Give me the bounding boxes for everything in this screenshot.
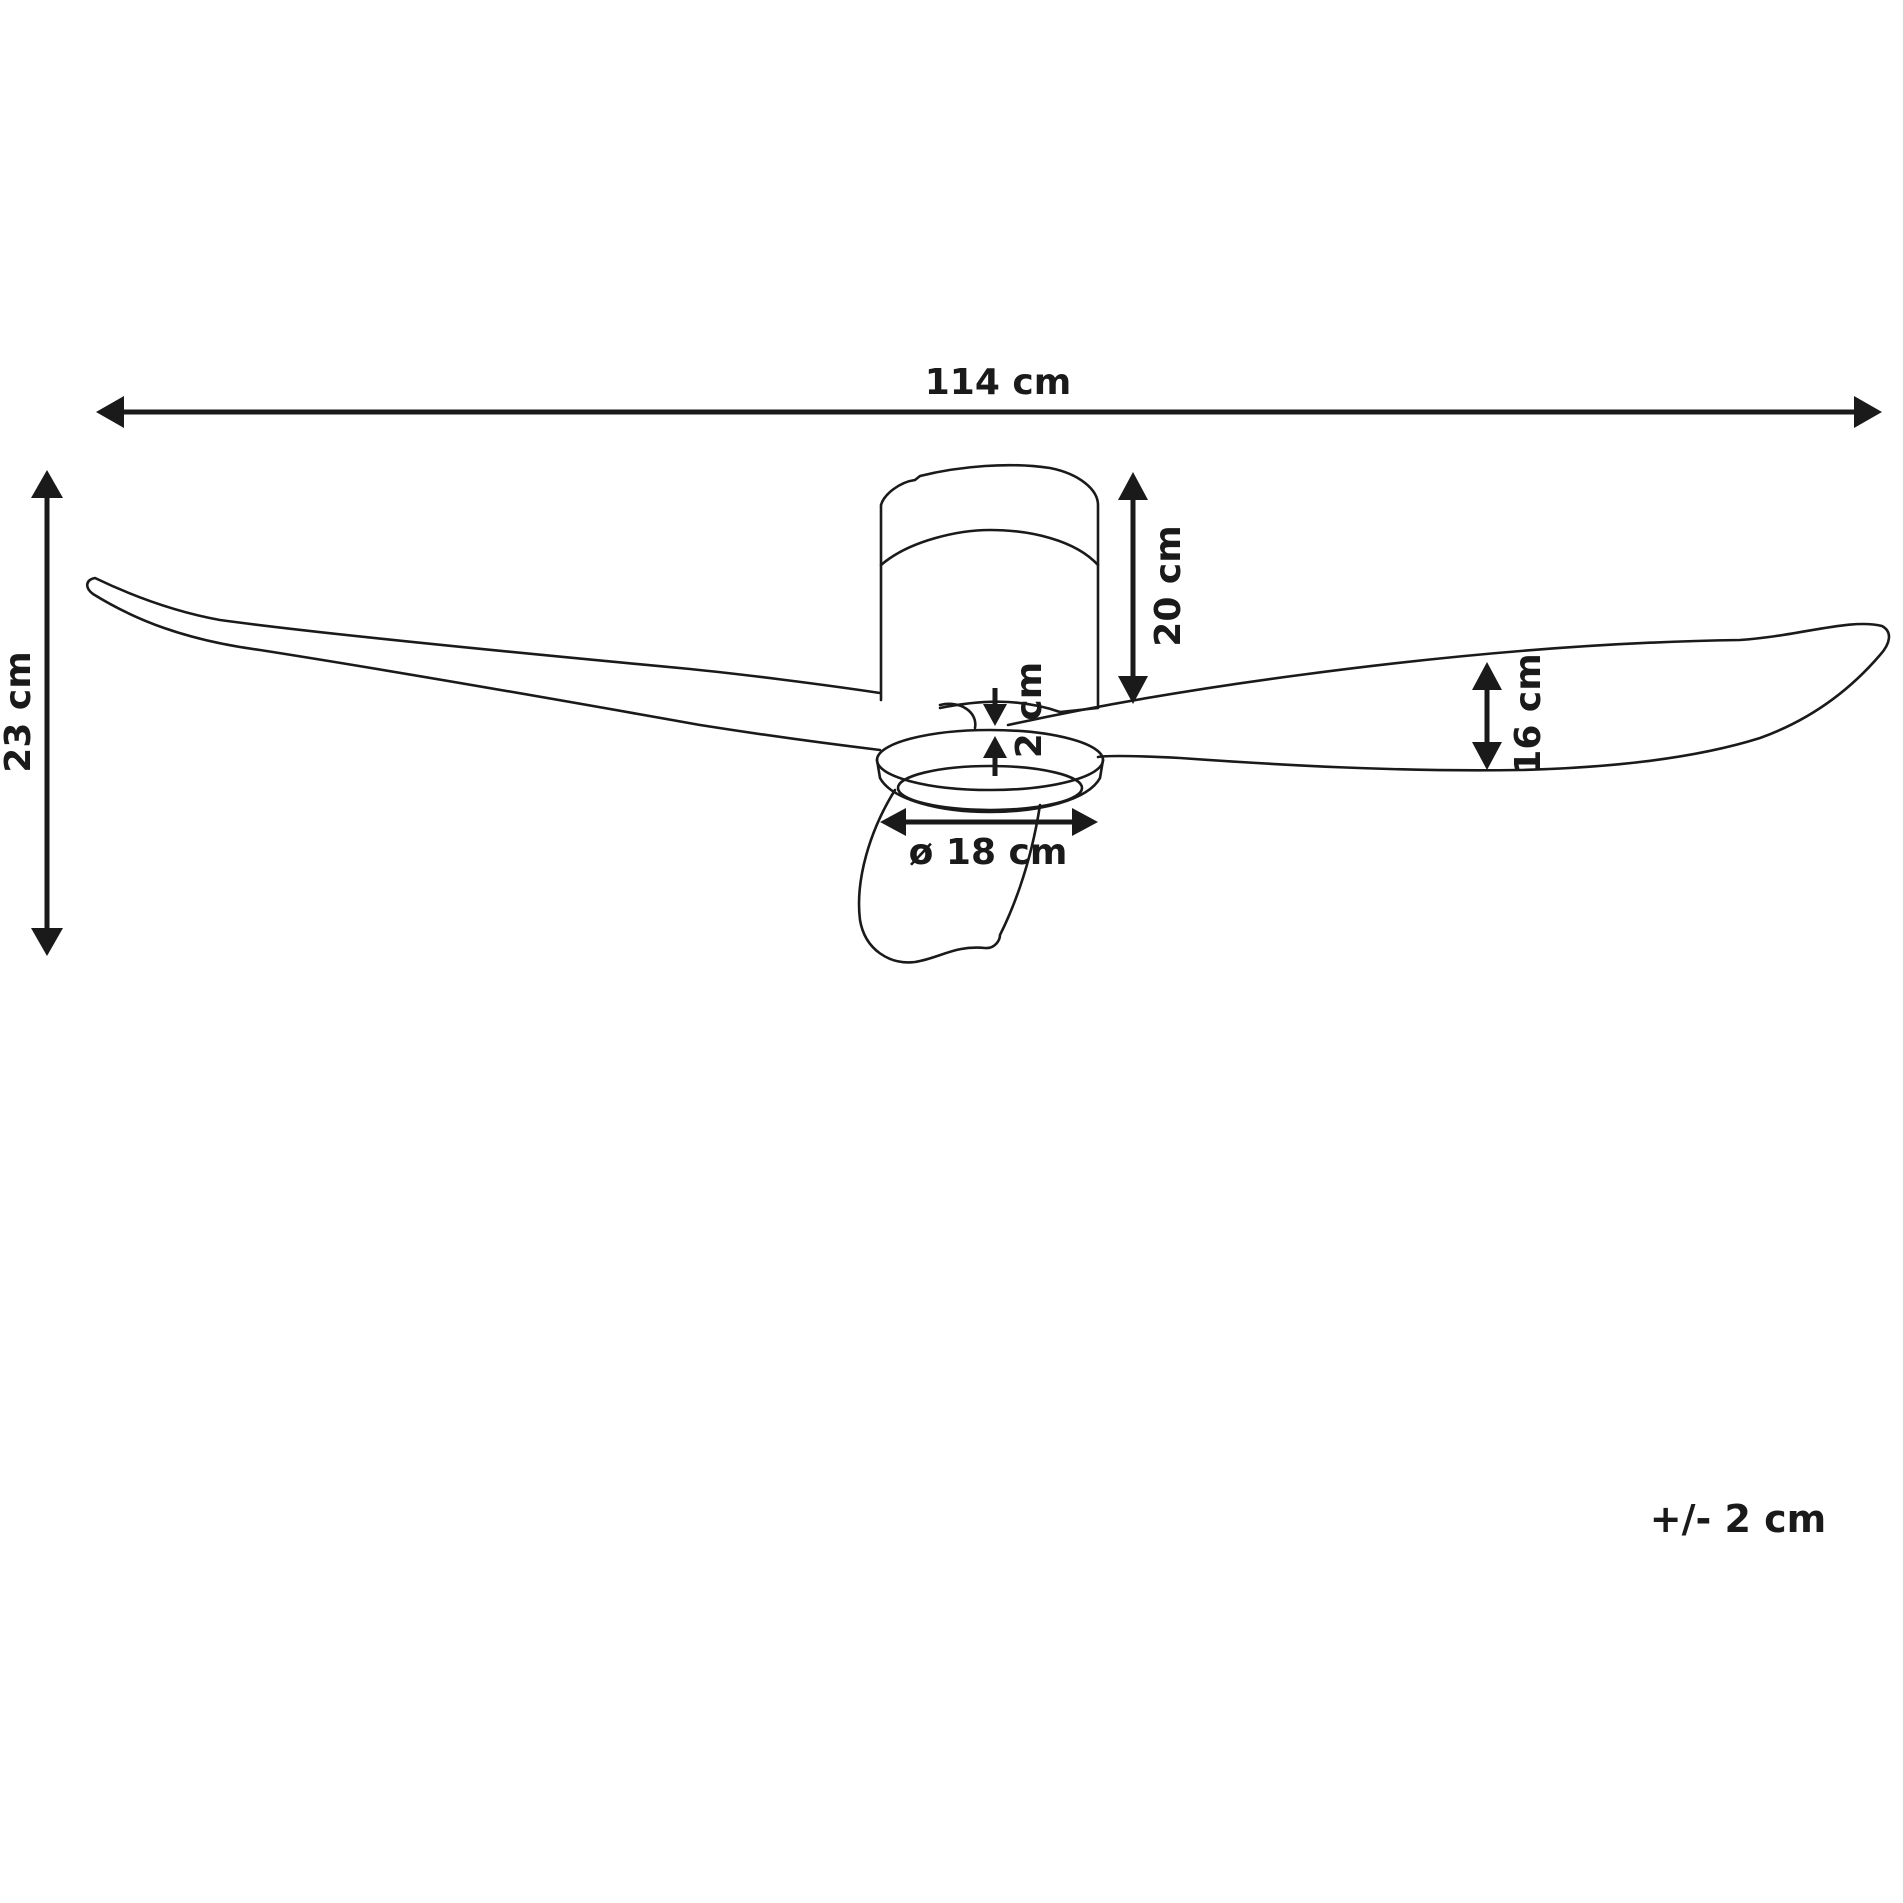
right-fan-blade	[1006, 622, 1891, 772]
total-width-label: 114 cm	[925, 362, 1072, 403]
dimension-lines	[31, 396, 1882, 956]
blade-width-arrow-bottom	[1472, 742, 1502, 770]
right-blade-joint	[1058, 706, 1100, 714]
light-kit-rim	[875, 728, 1105, 792]
light-diameter-label: ø 18 cm	[909, 832, 1068, 873]
light-kit-side	[875, 758, 1105, 814]
left-fan-blade	[85, 576, 882, 752]
hub-rear-edge	[938, 700, 1062, 714]
front-fan-blade	[857, 788, 1042, 964]
light-thickness-arrow-down	[983, 704, 1007, 726]
height-arrow-top	[31, 470, 63, 498]
motor-height-label: 20 cm	[1148, 525, 1189, 646]
light-diameter-arrow-left	[880, 808, 906, 836]
width-arrow-left	[96, 396, 124, 428]
motor-height-arrow-bottom	[1118, 676, 1148, 704]
total-height-label: 23 cm	[0, 651, 39, 772]
ceiling-fan-illustration	[85, 463, 1891, 964]
motor-housing-band	[879, 528, 1100, 567]
left-blade-root	[938, 702, 977, 730]
motor-housing	[879, 463, 1100, 707]
motor-height-arrow-top	[1118, 472, 1148, 500]
width-arrow-right	[1854, 396, 1882, 428]
light-diameter-arrow-right	[1072, 808, 1098, 836]
light-thickness-label: 2 cm	[1009, 662, 1050, 758]
dimension-labels: 114 cm 23 cm 20 cm 2 cm 16 cm ø 18 cm +/…	[0, 362, 1826, 1541]
height-arrow-bottom	[31, 928, 63, 956]
light-lens	[896, 764, 1084, 812]
tolerance-note: +/- 2 cm	[1650, 1497, 1827, 1541]
light-thickness-arrow-up	[983, 736, 1007, 758]
blade-width-label: 16 cm	[1508, 653, 1549, 774]
blade-width-arrow-top	[1472, 662, 1502, 690]
